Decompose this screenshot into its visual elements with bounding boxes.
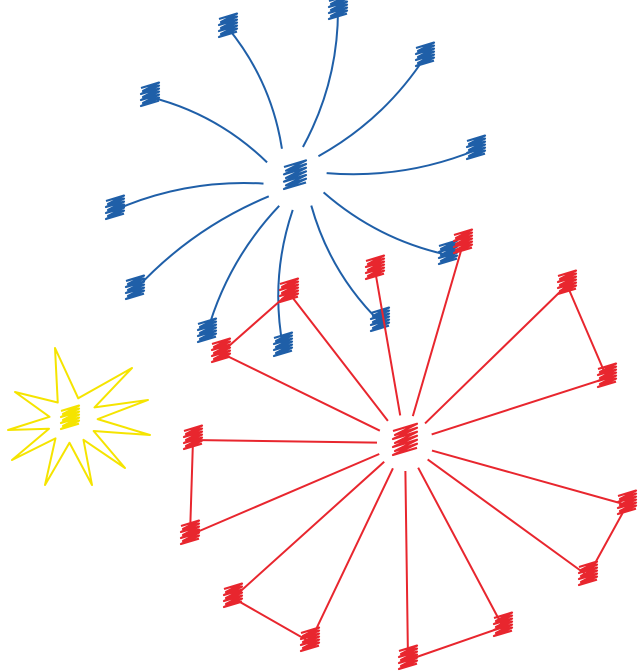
blue-ray-tip-scribble bbox=[104, 194, 126, 221]
red-ray-tip-scribble bbox=[492, 611, 514, 638]
blue-ray-tip-scribble bbox=[272, 331, 294, 358]
blue-ray bbox=[310, 205, 381, 323]
blue-ray-tip-scribble bbox=[414, 41, 436, 68]
red-petal bbox=[404, 467, 504, 661]
red-ray-tip-scribble bbox=[210, 337, 232, 364]
yellow-star-outline bbox=[7, 347, 151, 486]
blue-ray-tip-scribble bbox=[124, 274, 146, 301]
blue-ray-tip-scribble bbox=[217, 12, 239, 39]
red-ray-tip-scribble bbox=[299, 626, 321, 653]
red-petal bbox=[232, 461, 394, 643]
blue-ray bbox=[322, 191, 449, 256]
red-ray-tip-scribble bbox=[182, 424, 204, 451]
red-ray-tip-scribble bbox=[222, 582, 244, 609]
blue-ray bbox=[326, 149, 477, 176]
red-center-scribble bbox=[391, 422, 419, 457]
blue-ray-tip-scribble bbox=[465, 134, 487, 161]
red-petal bbox=[411, 243, 464, 417]
red-petal bbox=[427, 449, 628, 577]
yellow-center-scribble bbox=[59, 404, 81, 431]
blue-firework bbox=[104, 0, 487, 358]
red-ray-tip-scribble bbox=[397, 644, 419, 671]
blue-ray bbox=[206, 205, 280, 334]
blue-ray bbox=[114, 182, 264, 211]
red-ray-tip-scribble bbox=[596, 362, 618, 389]
red-petal bbox=[189, 439, 380, 536]
blue-ray-tip-scribble bbox=[139, 81, 161, 108]
red-petal bbox=[374, 269, 402, 416]
blue-ray-tip-scribble bbox=[196, 317, 218, 344]
blue-ray bbox=[277, 209, 294, 348]
red-ray-tip-scribble bbox=[556, 269, 578, 296]
blue-ray bbox=[149, 96, 268, 164]
red-ray-tip-scribble bbox=[616, 489, 638, 516]
red-firework bbox=[179, 228, 638, 671]
blue-center-scribble bbox=[282, 159, 308, 191]
red-ray-tip-scribble bbox=[179, 519, 201, 546]
yellow-firework bbox=[7, 347, 151, 486]
blue-ray bbox=[134, 195, 270, 291]
blue-ray-tip-scribble bbox=[437, 239, 459, 266]
red-ray-tip-scribble bbox=[577, 560, 599, 587]
blue-ray-tip-scribble bbox=[327, 0, 349, 21]
blue-ray bbox=[227, 27, 283, 149]
blue-ray-tip-scribble bbox=[369, 306, 391, 333]
red-petal bbox=[220, 292, 389, 432]
blue-ray bbox=[317, 56, 426, 158]
blue-ray bbox=[302, 9, 339, 148]
red-petal bbox=[424, 284, 608, 436]
red-ray-tip-scribble bbox=[364, 254, 386, 281]
red-ray-tip-scribble bbox=[278, 277, 300, 304]
red-ray-tip-scribble bbox=[452, 228, 474, 255]
